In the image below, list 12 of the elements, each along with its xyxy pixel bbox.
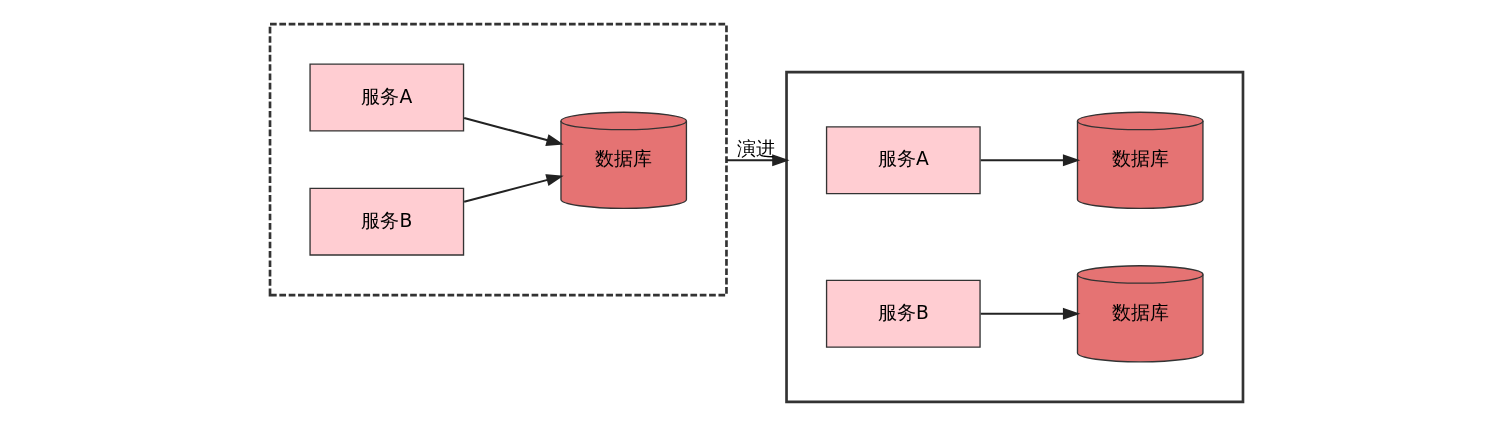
arrow xyxy=(979,307,1080,320)
arrow xyxy=(462,174,564,203)
node-box: 服务B xyxy=(825,279,981,348)
arrow xyxy=(724,154,790,167)
arrow xyxy=(979,154,1080,167)
cluster xyxy=(268,22,728,297)
arrow xyxy=(462,116,564,146)
node-box: 服务B xyxy=(308,187,464,256)
node-box: 服务A xyxy=(308,63,464,132)
cluster xyxy=(784,70,1244,404)
node-box: 服务A xyxy=(825,126,981,195)
edge-label: 演进 xyxy=(737,138,775,160)
